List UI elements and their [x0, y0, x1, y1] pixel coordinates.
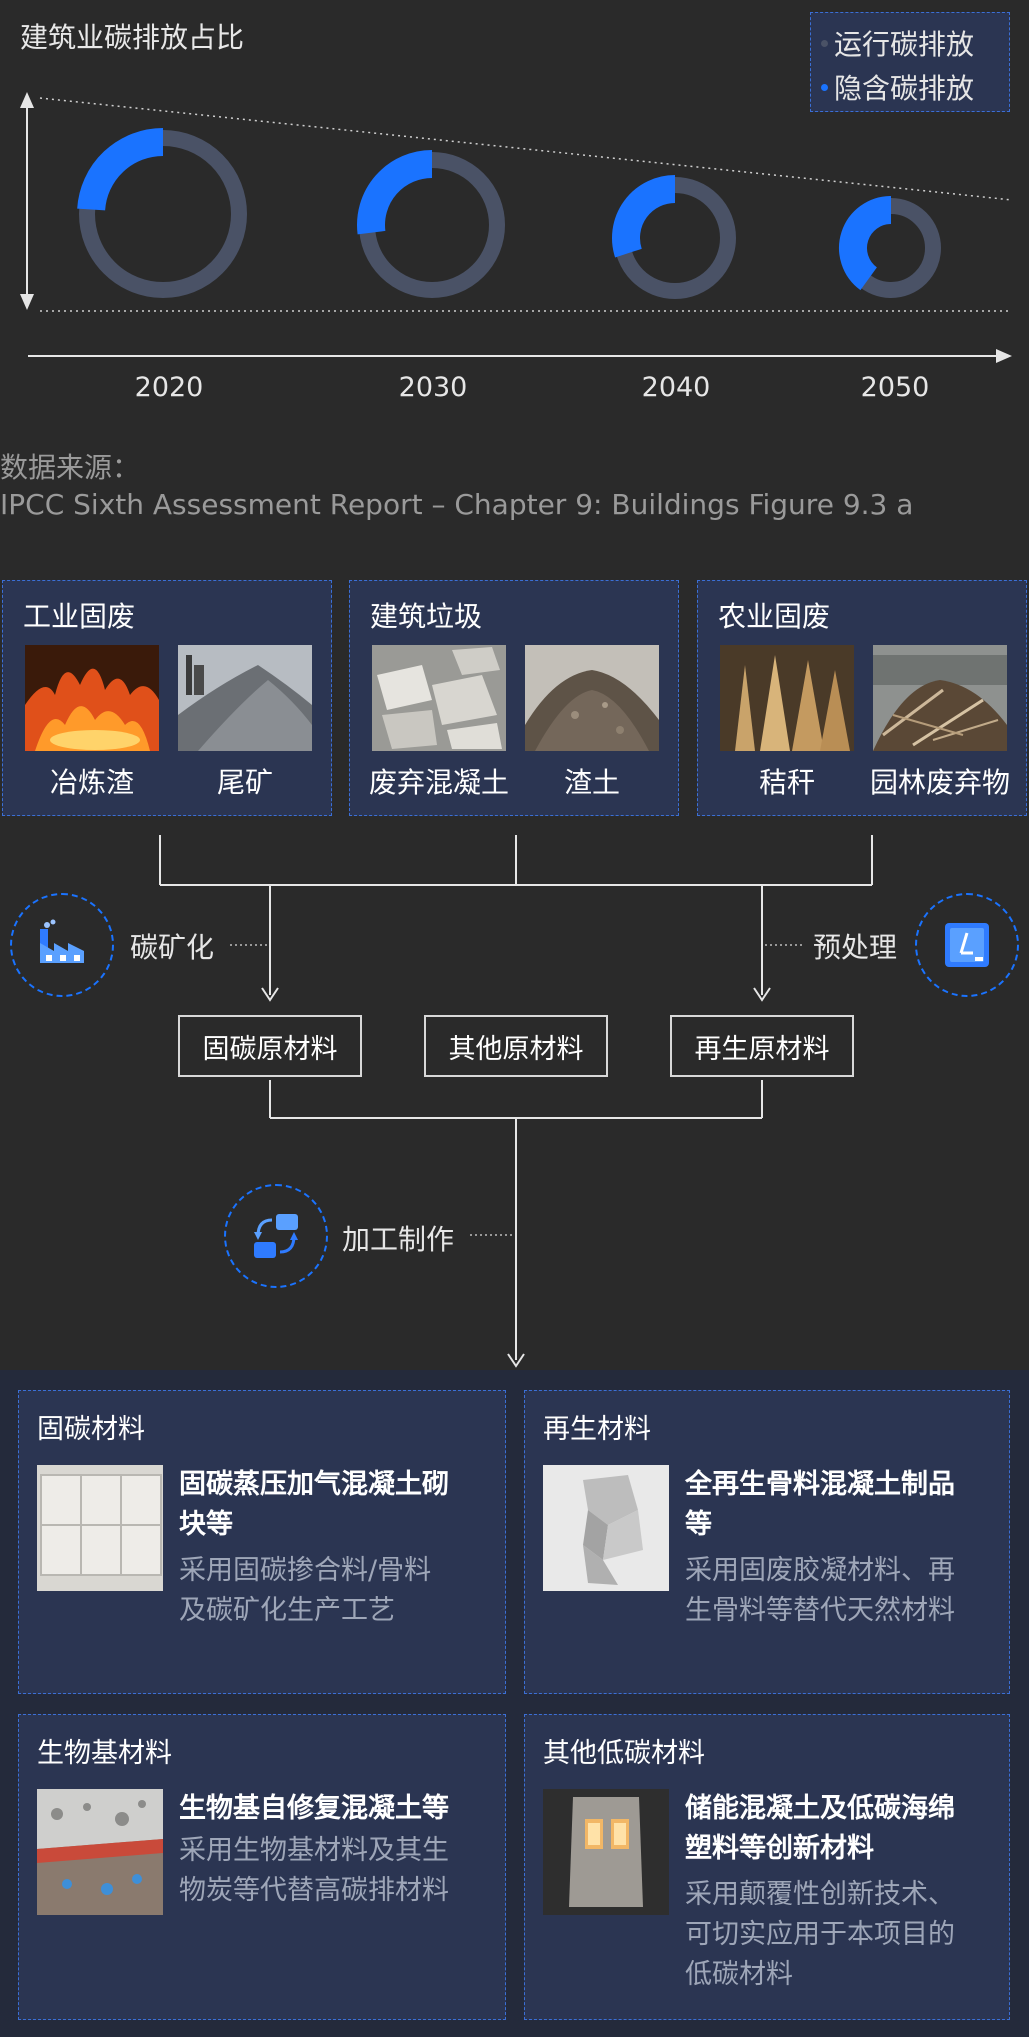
panel-construction-waste: 建筑垃圾 废弃混凝土 渣土 — [349, 580, 679, 816]
image-straw — [720, 645, 854, 751]
product-desc-recycled: 采用固废胶凝材料、再生骨料等替代天然材料 — [685, 1555, 955, 1626]
x-axis-arrow — [996, 349, 1012, 363]
donut-embodied-2050 — [839, 196, 892, 291]
panel-title-construction: 建筑垃圾 — [370, 600, 483, 633]
legend-dot-embodied — [821, 83, 828, 91]
year-label-2040: 2040 — [641, 372, 711, 403]
year-label-2050: 2050 — [860, 372, 930, 403]
y-arrow-bottom — [20, 294, 34, 310]
chart-title: 建筑业碳排放占比 — [20, 21, 245, 54]
caption-straw: 秸秆 — [758, 766, 815, 799]
legend-dot-operational — [821, 39, 828, 47]
image-recycled-aggregate-block — [543, 1465, 669, 1591]
caption-muck-soil: 渣土 — [563, 766, 620, 799]
product-title-other-low-carbon: 其他低碳材料 — [543, 1738, 705, 1769]
product-head-bio-based: 生物基自修复混凝土等 — [179, 1793, 449, 1824]
product-desc-bio-based: 采用生物基材料及其生物炭等代替高碳排材料 — [179, 1835, 449, 1906]
year-label-2020: 2020 — [134, 372, 204, 403]
manufacturing-icon-wrap — [224, 1184, 328, 1288]
image-smelting-slag — [25, 645, 159, 751]
process-label-carbon-mineralization: 碳矿化 — [130, 931, 215, 964]
donut-embodied-2030 — [357, 150, 433, 235]
chart-legend: 运行碳排放 隐含碳排放 — [810, 12, 1010, 112]
carbon-mineralization-icon-wrap — [10, 893, 114, 997]
product-title-bio-based: 生物基材料 — [37, 1738, 172, 1769]
caption-tailings: 尾矿 — [216, 766, 273, 799]
product-card-bio-based: 生物基材料 生物基自修复混凝土等 采用生物基材料及其生物炭等代替高碳排材料 — [18, 1714, 506, 2020]
product-card-carbon-fixing: 固碳材料 固碳蒸压加气混凝土砌块等 采用固碳掺合料/骨料及碳矿化生产工艺 — [18, 1390, 506, 1694]
source-text: IPCC Sixth Assessment Report – Chapter 9… — [0, 488, 914, 521]
caption-garden-waste: 园林废弃物 — [869, 766, 1010, 799]
process-cycle-icon — [254, 1214, 298, 1258]
panel-agricultural-waste: 农业固废 秸秆 园林废弃物 — [697, 580, 1027, 816]
product-head-carbon-fixing: 固碳蒸压加气混凝土砌块等 — [179, 1469, 449, 1540]
product-head-recycled: 全再生骨料混凝土制品等 — [685, 1469, 955, 1540]
flow-lines — [159, 835, 873, 1368]
product-title-recycled: 再生材料 — [543, 1414, 651, 1445]
process-label-manufacturing: 加工制作 — [342, 1223, 455, 1256]
donut-group — [77, 128, 941, 299]
product-desc-carbon-fixing: 采用固碳掺合料/骨料及碳矿化生产工艺 — [179, 1555, 432, 1626]
product-desc-other-low-carbon: 采用颠覆性创新技术、可切实应用于本项目的低碳材料 — [685, 1879, 955, 1990]
year-label-2030: 2030 — [398, 372, 468, 403]
product-card-recycled: 再生材料 全再生骨料混凝土制品等 采用固废胶凝材料、再生骨料等替代天然材料 — [524, 1390, 1010, 1694]
pretreatment-icon-wrap — [915, 893, 1019, 997]
legend-item-operational: 运行碳排放 — [821, 21, 999, 65]
legend-label-embodied: 隐含碳排放 — [834, 72, 975, 105]
image-aac-block — [37, 1465, 163, 1591]
caption-waste-concrete: 废弃混凝土 — [368, 766, 509, 799]
product-title-carbon-fixing: 固碳材料 — [37, 1414, 145, 1445]
process-label-pretreatment: 预处理 — [813, 931, 898, 964]
image-garden-waste — [873, 645, 1007, 751]
panel-title-industrial: 工业固废 — [23, 600, 136, 633]
product-card-other-low-carbon: 其他低碳材料 储能混凝土及低碳海绵塑料等创新材料 采用颠覆性创新技术、可切实应用… — [524, 1714, 1010, 2020]
product-head-other-low-carbon: 储能混凝土及低碳海绵塑料等创新材料 — [685, 1793, 955, 1864]
gauge-panel-icon — [945, 923, 989, 967]
donut-embodied-2040 — [612, 175, 676, 258]
panel-title-agricultural: 农业固废 — [718, 600, 831, 633]
caption-smelting-slag: 冶炼渣 — [49, 766, 134, 799]
image-tailings — [178, 645, 312, 751]
legend-item-embodied: 隐含碳排放 — [821, 65, 999, 109]
y-arrow-top — [20, 92, 34, 108]
image-waste-concrete — [372, 645, 506, 751]
factory-icon — [40, 919, 84, 963]
trend-top-line — [39, 97, 1013, 201]
panel-industrial-waste: 工业固废 冶炼渣 尾矿 — [2, 580, 332, 816]
raw-material-recycled: 再生原材料 — [670, 1015, 854, 1077]
image-muck-soil — [525, 645, 659, 751]
raw-material-carbon-fixing: 固碳原材料 — [178, 1015, 362, 1077]
chart-canvas — [20, 92, 1013, 363]
source-label: 数据来源： — [0, 451, 141, 484]
donut-embodied-2020 — [77, 128, 164, 211]
image-energy-storage-concrete — [543, 1789, 669, 1915]
legend-label-operational: 运行碳排放 — [834, 28, 975, 61]
raw-material-other: 其他原材料 — [424, 1015, 608, 1077]
image-self-healing-concrete — [37, 1789, 163, 1915]
